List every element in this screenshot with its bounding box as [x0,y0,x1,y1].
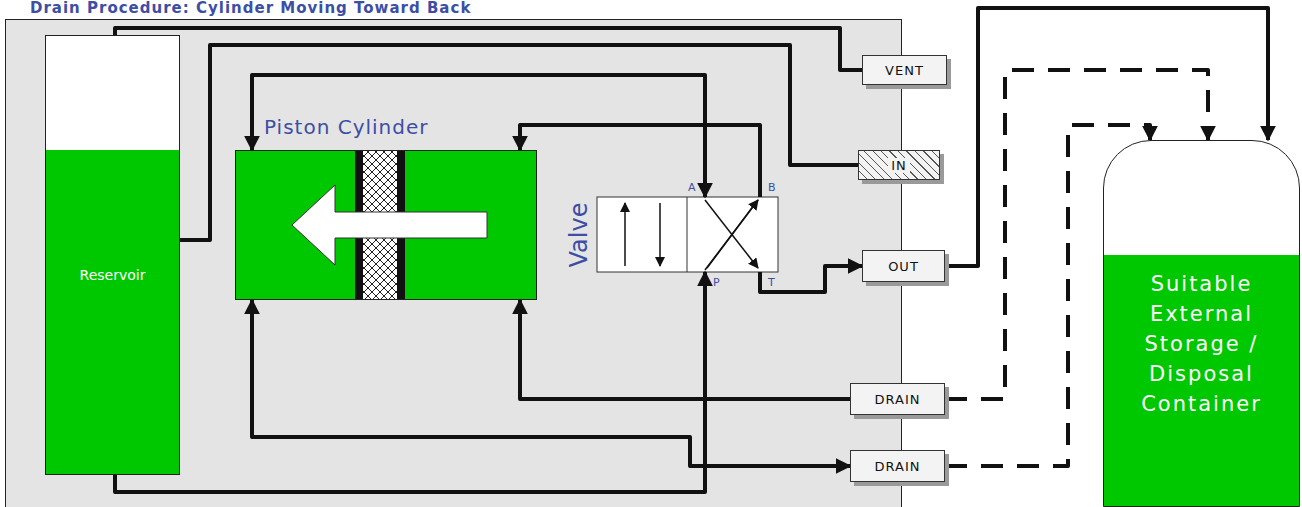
port-box: DRAIN [850,383,945,415]
fluid-line [252,300,850,466]
port-label: A [688,182,696,193]
node-label: DRAIN [875,392,921,407]
fluid-line [115,28,862,70]
port-label: B [768,182,776,193]
valve-flow-arrow [705,200,758,268]
valve-flow-arrow [624,203,626,266]
node-label: Suitable External Storage / Disposal Con… [1116,269,1287,419]
fluid-line [115,272,705,492]
fluid-line [520,125,760,197]
port-box: IN [858,150,940,180]
node-label: DRAIN [875,459,921,474]
valve-flow-arrow [659,203,661,266]
valve-symbol [597,197,778,272]
reservoir-tank: Reservoir [45,35,180,475]
cylinder-fluid [235,150,537,300]
fluid-line [520,300,850,399]
node-label: Reservoir [80,267,146,283]
direction-arrow [292,185,487,265]
fluid-line [760,266,862,292]
port-label: P [713,277,720,288]
diagram-title: Drain Procedure: Cylinder Moving Toward … [30,0,471,17]
node-label: OUT [888,259,919,274]
valve-divider [687,197,688,272]
storage-container: Suitable External Storage / Disposal Con… [1103,140,1300,507]
valve-flow-arrow [705,200,758,270]
port-label: T [768,277,775,288]
node-label: VENT [885,63,924,78]
part-heading: Piston Cylinder [264,115,429,139]
directional-valve: Valve [555,197,778,272]
fluid-line [180,45,858,240]
fluid-line [252,75,705,197]
node-label: Valve [565,202,593,267]
port-box: OUT [862,250,945,282]
node-label: IN [888,158,910,173]
port-box: VENT [862,55,947,85]
piston-cylinder: Piston Cylinder [235,150,537,300]
port-box: DRAIN [850,450,945,482]
